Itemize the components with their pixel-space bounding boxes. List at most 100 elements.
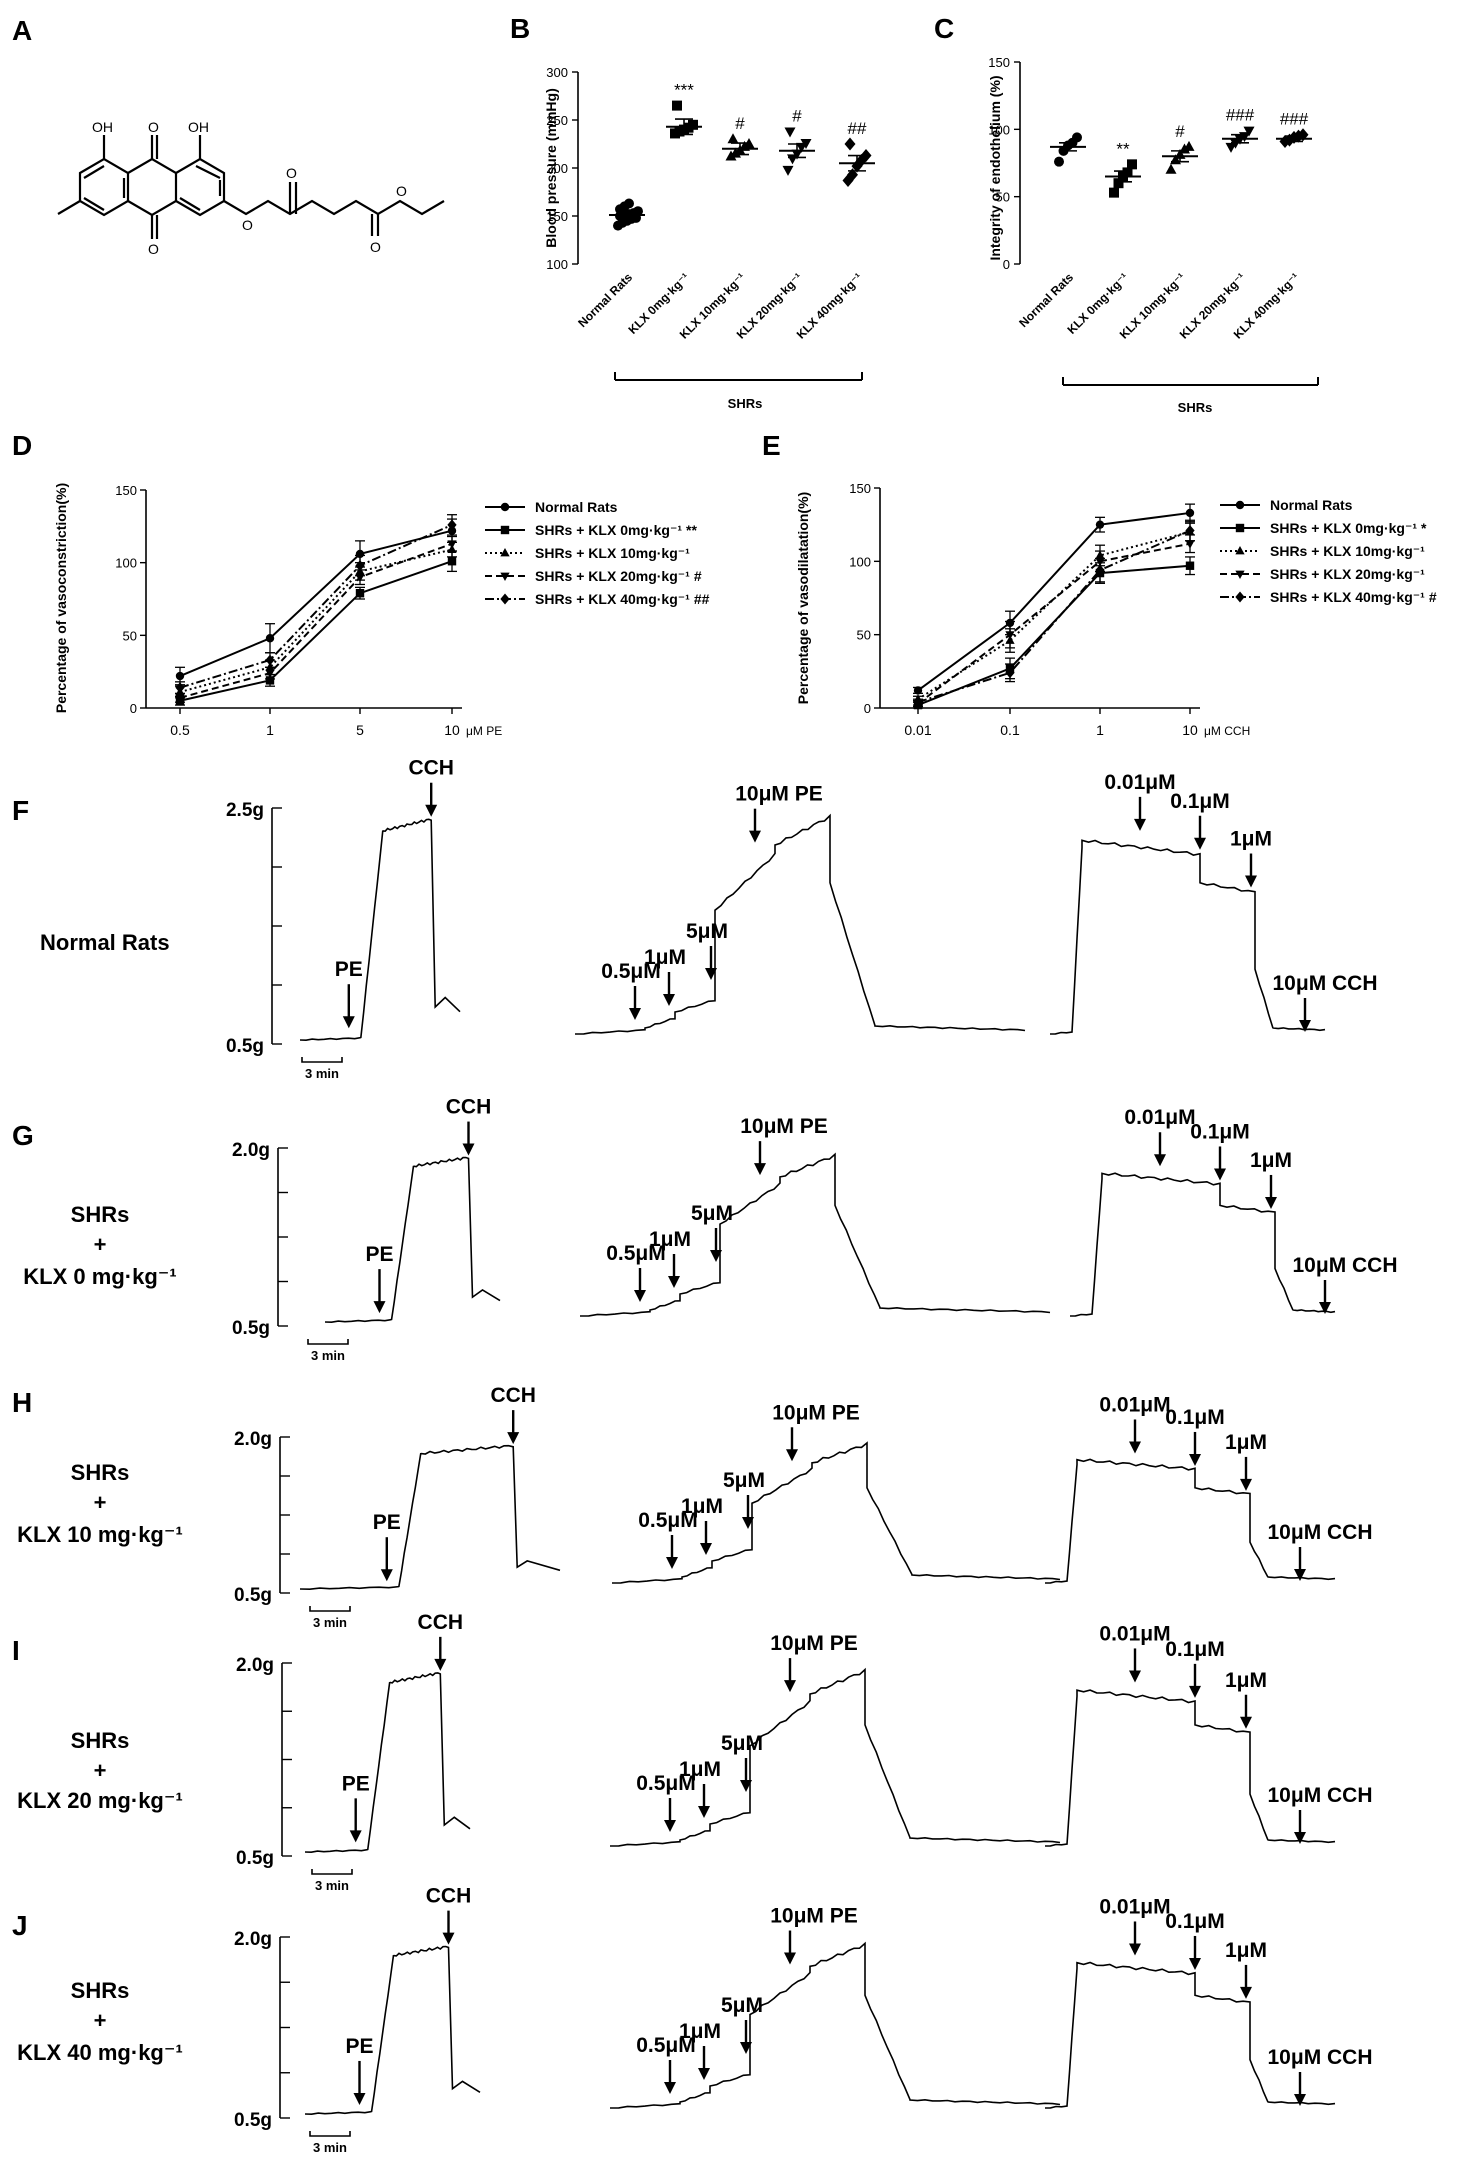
legend-label: Normal Rats (535, 499, 618, 515)
arrow-d10-head (1299, 1020, 1311, 1032)
y-tick-label: 150 (546, 209, 568, 224)
series-line (917, 564, 1191, 706)
label-d01: 0.1μM (1165, 1406, 1225, 1429)
arrow-d01-head (1214, 1168, 1226, 1181)
label-pe: PE (335, 958, 363, 981)
data-point (175, 671, 185, 681)
data-point (447, 519, 457, 531)
arrow-d001-head (1129, 1670, 1141, 1683)
group-label-line: + (94, 1758, 107, 1783)
tension-max-label: 2.0g (236, 1655, 274, 1676)
data-point (355, 588, 365, 598)
tension-max-label: 2.0g (232, 1140, 270, 1161)
significance-mark: # (792, 107, 802, 126)
label-d10: 10μM CCH (1272, 972, 1377, 995)
legend-marker (500, 547, 510, 557)
tension-trace-pe-steps (609, 1667, 1061, 1847)
tension-min-label: 0.5g (232, 1318, 270, 1339)
arrow-d001-head (1129, 1943, 1141, 1956)
arrow-d10-head (1319, 1302, 1331, 1314)
legend-marker (1235, 570, 1245, 580)
data-point (1095, 520, 1105, 529)
y-tick-label: 0 (864, 701, 871, 716)
significance-mark: # (1175, 122, 1185, 141)
y-tick-label: 0 (1003, 257, 1010, 272)
panel-letter-f: F (12, 795, 29, 826)
data-point (1127, 159, 1137, 170)
data-point (727, 133, 739, 144)
category-label: Normal Rats (575, 270, 635, 330)
arrow-d1-head (1240, 1986, 1252, 1999)
significance-mark: ### (1226, 106, 1255, 125)
data-point (1005, 667, 1015, 679)
arrow-pe-head (342, 1016, 355, 1029)
significance-mark: ### (1280, 110, 1309, 129)
legend-label: SHRs + KLX 10mg·kg⁻¹ (535, 545, 690, 561)
arrow-d01-head (1189, 1685, 1201, 1698)
chemical-structure (57, 135, 445, 239)
arrow-c10-head (749, 830, 761, 843)
legend-significance: * (1421, 520, 1427, 536)
data-point (1185, 561, 1195, 570)
time-scale-label: 3 min (315, 1878, 349, 1893)
label-c10: 10μM PE (740, 1115, 828, 1138)
significance-mark: # (735, 114, 745, 133)
arrow-c5-head (742, 1517, 754, 1529)
panel-letter-j: J (12, 1910, 28, 1941)
label-d10: 10μM CCH (1292, 1254, 1397, 1277)
time-scale-bar (307, 1339, 349, 1345)
arrow-cch-head (425, 804, 438, 817)
panel-e: E Percentage of vasodilatation(%) 050100… (762, 430, 1437, 738)
data-point (447, 557, 457, 566)
group-label-line: + (94, 2008, 107, 2033)
legend-label: SHRs + KLX 20mg·kg⁻¹ (535, 568, 690, 584)
y-tick-label: 300 (546, 65, 568, 80)
label-c1: 1μM (681, 1495, 723, 1518)
data-point (633, 206, 643, 217)
legend-marker (1235, 545, 1245, 555)
time-scale-bar (309, 2131, 351, 2137)
label-c10: 10μM PE (770, 1905, 858, 1928)
arrow-d01-head (1189, 1957, 1201, 1970)
legend-label: Normal Rats (1270, 497, 1353, 513)
arrow-d1-head (1240, 1716, 1252, 1729)
arrow-cch-head (442, 1932, 455, 1945)
arrow-pe-head (353, 2092, 366, 2105)
tension-trace-pe-steps (609, 1941, 1061, 2109)
panel-letter-a: A (12, 15, 32, 46)
tension-trace-cch-steps (1069, 1172, 1336, 1317)
arrow-pe-head (380, 1569, 393, 1582)
tension-trace-cch-steps (1044, 1458, 1336, 1584)
tension-max-label: 2.0g (234, 1929, 272, 1950)
arrow-d1-head (1265, 1196, 1277, 1209)
label-d01: 0.1μM (1190, 1120, 1250, 1143)
arrow-d01-head (1194, 837, 1206, 850)
data-point (913, 696, 923, 708)
time-scale-bar (301, 1057, 343, 1063)
data-point (1185, 525, 1195, 536)
data-point (1165, 163, 1177, 174)
legend-marker (1235, 500, 1245, 510)
legend-label: SHRs + KLX 0mg·kg⁻¹ (535, 522, 682, 538)
y-tick-label: 100 (988, 122, 1010, 137)
c-group-label: SHRs (1178, 400, 1213, 415)
data-point (672, 100, 682, 111)
series-line (917, 542, 1191, 705)
label-c05: 0.5μM (638, 1509, 698, 1532)
label-pe: PE (342, 1772, 370, 1795)
x-axis-unit: μM CCH (1204, 724, 1250, 738)
group-label-line: + (94, 1490, 107, 1515)
c-ylabel: Integrity of endothelium (%) (987, 75, 1003, 260)
label-d10: 10μM CCH (1267, 2046, 1372, 2069)
series-line (179, 560, 453, 702)
panel-c: C Integrity of endothelium (%) 050100150… (934, 13, 1319, 415)
label-d001: 0.01μM (1124, 1106, 1195, 1129)
y-tick-label: 150 (988, 55, 1010, 70)
significance-mark: ** (1116, 139, 1130, 158)
label-c10: 10μM PE (772, 1401, 860, 1424)
